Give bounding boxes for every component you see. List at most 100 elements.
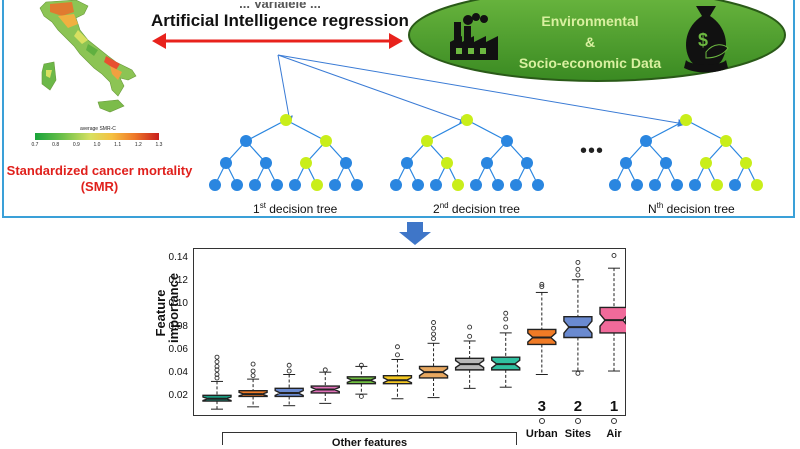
smr-label-line1: Standardized cancer mortality xyxy=(6,163,193,178)
tree-node xyxy=(271,179,283,191)
y-tick-label: 0.08 xyxy=(168,321,188,333)
tree-node xyxy=(660,157,672,169)
outlier-point xyxy=(395,344,400,350)
rank-number: 3 xyxy=(537,398,546,415)
tree-node xyxy=(412,179,424,191)
tree-edge xyxy=(285,119,327,142)
tree-node xyxy=(640,135,652,147)
other-features-bracket xyxy=(222,432,517,445)
outlier-point xyxy=(214,359,220,365)
smr-label-line2: (SMR) xyxy=(80,179,119,194)
page-title: ... Varialele ... Artificial Intelligenc… xyxy=(140,2,420,30)
y-tick-label: 0.02 xyxy=(168,390,188,402)
tree-node xyxy=(671,179,683,191)
env-line2: & xyxy=(584,34,596,50)
y-tick-label: 0.04 xyxy=(168,367,188,379)
box-1 xyxy=(202,354,232,410)
tree-node xyxy=(631,179,643,191)
outlier-point xyxy=(358,362,364,368)
outlier-point xyxy=(467,333,473,339)
colorbar-tick: 1.3 xyxy=(155,142,163,148)
tree-node xyxy=(240,135,252,147)
box-3 xyxy=(274,362,304,407)
rank-marker xyxy=(574,418,581,424)
treen-rest: decision tree xyxy=(663,202,735,216)
outlier-point xyxy=(214,354,220,360)
money-bag-icon: $ xyxy=(684,6,729,73)
title-line2: Artificial Intelligence regression xyxy=(151,11,409,30)
outlier-point xyxy=(575,259,581,265)
y-tick-label: 0.12 xyxy=(168,274,188,286)
outlier-point xyxy=(214,375,220,381)
tree-edge xyxy=(645,119,687,142)
tree-node xyxy=(329,179,341,191)
outlier-point xyxy=(503,316,509,322)
tree-node xyxy=(729,179,741,191)
tree-node xyxy=(231,179,243,191)
outlier-point xyxy=(431,320,436,325)
outlier-point xyxy=(539,284,545,290)
colorbar-tick: 0.7 xyxy=(31,142,39,148)
outlier-point xyxy=(250,368,256,374)
box-6 xyxy=(382,344,413,400)
rank-marker xyxy=(611,418,617,424)
outlier-point xyxy=(503,324,509,330)
outlier-point xyxy=(286,362,292,368)
colorbar-tick: 1.0 xyxy=(93,142,101,148)
tree-node-selected xyxy=(461,114,473,126)
decision-tree-3 xyxy=(609,114,763,191)
tree-node xyxy=(209,179,221,191)
outlier-point xyxy=(503,310,509,316)
tree-node xyxy=(620,157,632,169)
tree-node-selected xyxy=(711,179,723,191)
tree1-ordinal: 1 xyxy=(253,202,260,216)
tree-caption-1: 1st decision tree xyxy=(253,201,337,216)
box-5 xyxy=(346,362,377,399)
outlier-point xyxy=(250,361,256,367)
rank-number: 1 xyxy=(609,398,619,415)
decision-trees xyxy=(209,114,763,191)
svg-text:$: $ xyxy=(698,30,708,50)
italy-smr-map xyxy=(39,0,137,113)
rank-marker xyxy=(538,418,545,424)
box-10 xyxy=(527,281,557,375)
tree-node xyxy=(689,179,701,191)
colorbar-tick: 1.1 xyxy=(114,142,122,148)
outlier-point xyxy=(575,370,581,376)
tree-node-selected xyxy=(300,157,312,169)
outlier-point xyxy=(575,272,581,278)
box-7 xyxy=(418,320,449,399)
outlier-point xyxy=(539,281,545,287)
smr-colorbar xyxy=(35,133,159,140)
tree-edge xyxy=(685,119,727,142)
y-tick-label: 0.14 xyxy=(168,251,188,263)
ellipsis: ••• xyxy=(580,140,605,162)
tree-node xyxy=(220,157,232,169)
tree-node xyxy=(609,179,621,191)
environmental-data-label: Environmental & Socio-economic Data xyxy=(500,11,680,74)
bidirectional-arrow-icon xyxy=(152,33,403,49)
tree-edge xyxy=(426,119,468,142)
down-arrow-icon xyxy=(399,222,431,245)
box-9 xyxy=(491,310,521,388)
outlier-point xyxy=(431,336,436,342)
sicily xyxy=(97,99,125,113)
tree-node xyxy=(521,157,533,169)
env-line3: Socio-economic Data xyxy=(518,55,662,71)
tree-node-selected xyxy=(740,157,752,169)
tree-node xyxy=(351,179,363,191)
tree-node-selected xyxy=(680,114,692,126)
feature-label: Urban xyxy=(525,428,558,440)
tree-node xyxy=(492,179,504,191)
env-line1: Environmental xyxy=(541,13,639,29)
box-4 xyxy=(310,367,340,404)
outlier-point xyxy=(431,331,436,337)
tree-node-selected xyxy=(441,157,453,169)
tree2-ordinal-sup: nd xyxy=(439,201,449,210)
outlier-point xyxy=(611,253,617,258)
box-11 xyxy=(563,259,593,376)
decision-tree-1 xyxy=(209,114,363,191)
tree-node-selected xyxy=(720,135,732,147)
y-tick-label: 0.06 xyxy=(168,344,188,356)
